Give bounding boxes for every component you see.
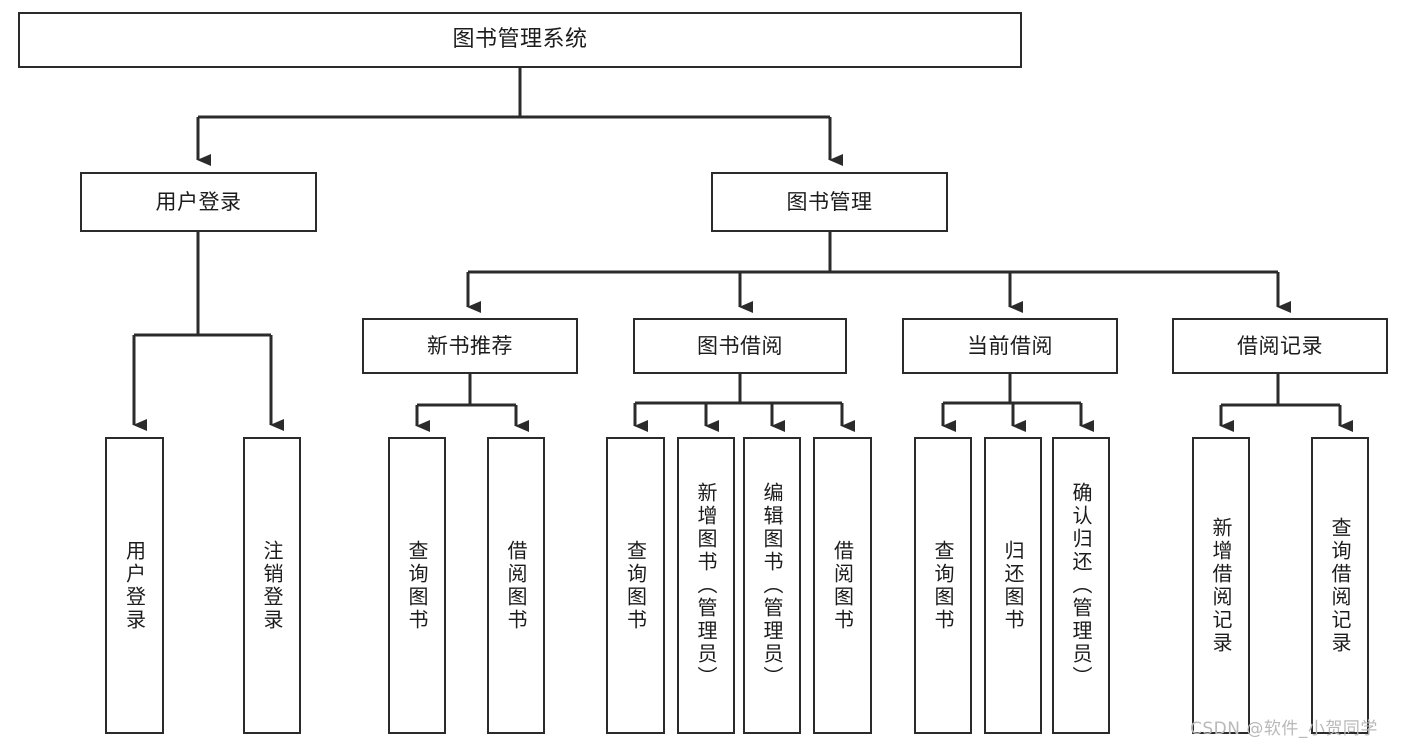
node-leaf-borrow-book-2[interactable]: 借阅图书 [813, 437, 872, 734]
node-current-borrow-label: 当前借阅 [967, 333, 1053, 358]
node-book-borrow-label: 图书借阅 [697, 333, 783, 358]
node-borrow-record[interactable]: 借阅记录 [1172, 318, 1388, 374]
node-leaf-user-logout[interactable]: 注销登录 [243, 437, 301, 734]
node-root[interactable]: 图书管理系统 [18, 12, 1022, 68]
node-leaf-user-logout-label: 注销登录 [260, 539, 284, 632]
node-leaf-confirm-return-label: 确认归还（管理员） [1069, 482, 1093, 689]
node-leaf-add-record[interactable]: 新增借阅记录 [1192, 437, 1250, 734]
node-leaf-edit-book[interactable]: 编辑图书（管理员） [743, 437, 801, 734]
node-current-borrow[interactable]: 当前借阅 [902, 318, 1118, 374]
node-leaf-query-book-3[interactable]: 查询图书 [914, 437, 972, 734]
node-leaf-query-book-2-label: 查询图书 [623, 539, 648, 632]
node-leaf-borrow-book-1-label: 借阅图书 [504, 539, 528, 632]
node-book-manage[interactable]: 图书管理 [711, 172, 948, 232]
node-leaf-query-book-2[interactable]: 查询图书 [606, 437, 665, 734]
node-leaf-query-book-1-label: 查询图书 [405, 539, 429, 632]
node-leaf-edit-book-label: 编辑图书（管理员） [760, 482, 784, 689]
node-leaf-query-book-1[interactable]: 查询图书 [388, 437, 446, 734]
csdn-watermark: CSDN @软件_小贺同学 [1190, 719, 1378, 739]
node-leaf-user-login-label: 用户登录 [122, 539, 147, 632]
node-book-borrow[interactable]: 图书借阅 [633, 318, 847, 374]
node-new-book-recommend[interactable]: 新书推荐 [362, 318, 578, 374]
node-leaf-user-login[interactable]: 用户登录 [105, 437, 164, 734]
node-borrow-record-label: 借阅记录 [1237, 333, 1323, 358]
node-leaf-query-record-label: 查询借阅记录 [1328, 516, 1352, 655]
node-leaf-borrow-book-1[interactable]: 借阅图书 [487, 437, 545, 734]
node-leaf-query-record[interactable]: 查询借阅记录 [1311, 437, 1369, 734]
node-leaf-add-record-label: 新增借阅记录 [1209, 516, 1233, 655]
node-leaf-add-book-label: 新增图书（管理员） [694, 482, 718, 689]
node-book-manage-label: 图书管理 [786, 189, 873, 214]
node-leaf-query-book-3-label: 查询图书 [931, 539, 955, 632]
node-leaf-return-book[interactable]: 归还图书 [984, 437, 1042, 734]
node-root-label: 图书管理系统 [452, 27, 588, 53]
node-user-login[interactable]: 用户登录 [80, 172, 317, 232]
node-leaf-borrow-book-2-label: 借阅图书 [830, 539, 855, 632]
node-leaf-add-book[interactable]: 新增图书（管理员） [677, 437, 735, 734]
node-new-book-recommend-label: 新书推荐 [427, 333, 513, 358]
node-user-login-label: 用户登录 [155, 189, 242, 214]
node-leaf-confirm-return[interactable]: 确认归还（管理员） [1052, 437, 1110, 734]
node-leaf-return-book-label: 归还图书 [1001, 539, 1025, 632]
